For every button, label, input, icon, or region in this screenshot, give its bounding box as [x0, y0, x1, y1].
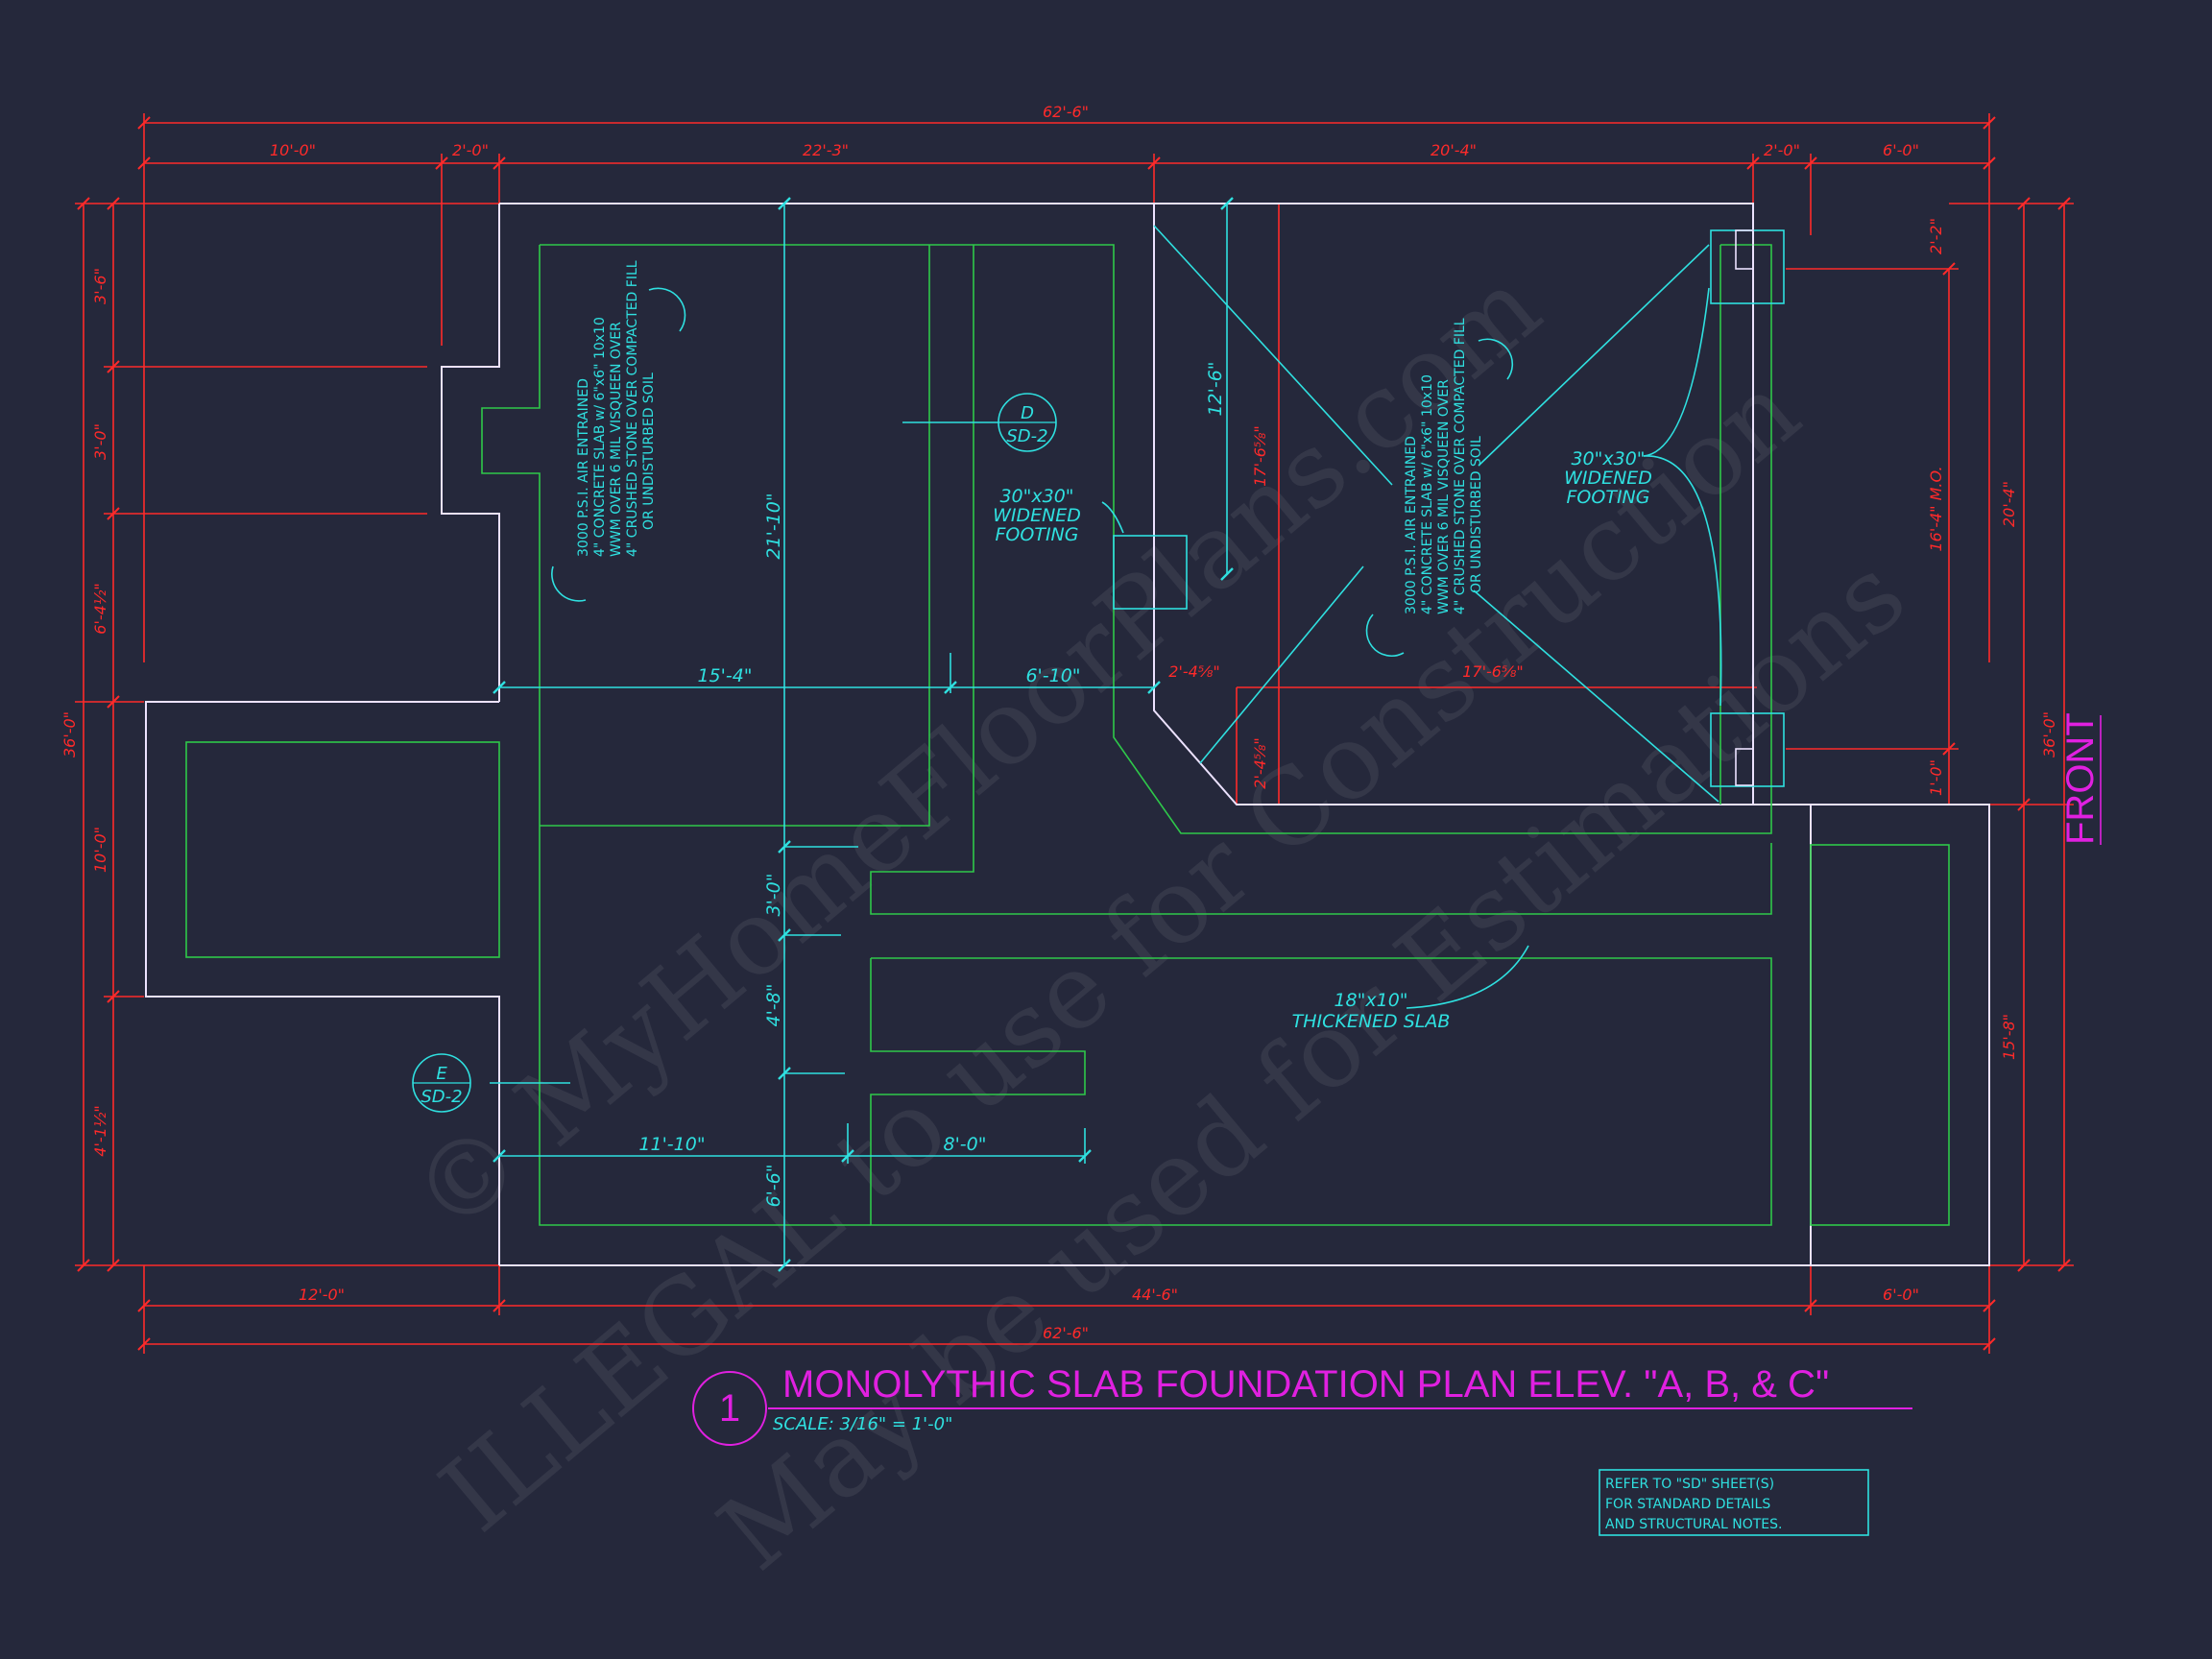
thickened-slab-note: 18"x10" THICKENED SLAB	[1292, 990, 1451, 1032]
slab-note-line: 4" CRUSHED STONE OVER COMPACTED FILL	[1453, 318, 1468, 614]
dimension-ticks	[77, 116, 2071, 1351]
refer-note: REFER TO "SD" SHEET(S) FOR STANDARD DETA…	[1599, 1469, 1869, 1536]
slab-note-line: 3000 P.S.I. AIR ENTRAINED	[1404, 436, 1419, 614]
slab-note-line: WWM OVER 6 MIL VISQUEEN OVER	[1436, 379, 1452, 614]
dim-right-inner3: 1'-0"	[1927, 759, 1945, 796]
dim-interior-d11: 6'-6"	[763, 1165, 784, 1208]
slab-note-line: 4" CRUSHED STONE OVER COMPACTED FILL	[625, 260, 640, 557]
section-e-letter: E	[436, 1064, 447, 1084]
dim-right-overall: 36'-0"	[2040, 711, 2058, 757]
section-marker-e: E SD-2	[412, 1053, 471, 1113]
dim-left-seg4: 10'-0"	[91, 827, 109, 873]
title-block: 1 MONOLYTHIC SLAB FOUNDATION PLAN ELEV. …	[692, 1363, 1912, 1446]
drawing-title: MONOLYTHIC SLAB FOUNDATION PLAN ELEV. "A…	[782, 1363, 1829, 1406]
dim-right-inner2: 16'-4" M.O.	[1927, 466, 1945, 551]
annotation-ticks	[493, 197, 1234, 1272]
dim-left-seg1: 3'-6"	[91, 268, 109, 304]
watermark-line-3: May be used for Estimations	[697, 534, 1927, 1594]
section-d-sheet: SD-2	[1006, 426, 1047, 446]
slab-note-left: 3000 P.S.I. AIR ENTRAINED 4" CONCRETE SL…	[576, 260, 657, 557]
dim-top-seg1: 10'-0"	[270, 141, 316, 159]
dim-left-seg5: 4'-1½"	[91, 1105, 109, 1156]
dim-bottom-seg2: 44'-6"	[1132, 1286, 1178, 1304]
refer-note-line: FOR STANDARD DETAILS	[1605, 1497, 1770, 1512]
section-d-letter: D	[1021, 403, 1034, 423]
slab-note-line: 4" CONCRETE SLAB w/ 6"x6" 10x10	[1420, 374, 1435, 614]
dim-bottom-seg3: 6'-0"	[1883, 1286, 1919, 1304]
dim-interior-d4: 17'-6⅝"	[1462, 662, 1524, 681]
footing-note-line: 30"x30"	[999, 486, 1073, 507]
refer-note-line: AND STRUCTURAL NOTES.	[1605, 1517, 1782, 1532]
thickened-note-line: 18"x10"	[1334, 990, 1407, 1011]
dim-bottom-overall: 62'-6"	[1043, 1324, 1089, 1342]
interior-dimension-labels: 15'-4" 6'-10" 21'-10" 12'-6" 3'-0" 4'-8"…	[638, 361, 1226, 1207]
dim-interior-d12: 11'-10"	[638, 1134, 705, 1155]
annotation-lines	[490, 204, 1722, 1265]
drawing-number: 1	[719, 1387, 740, 1430]
footing-note-line: WIDENED	[1564, 468, 1652, 489]
footing-note-line: WIDENED	[993, 505, 1081, 526]
slab-note-line: OR UNDISTURBED SOIL	[1469, 436, 1484, 593]
dim-interior-d8: 2'-4⅝"	[1251, 737, 1269, 788]
dim-left-seg3: 6'-4½"	[91, 583, 109, 634]
dim-top-seg3: 22'-3"	[803, 141, 849, 159]
slab-note-right: 3000 P.S.I. AIR ENTRAINED 4" CONCRETE SL…	[1404, 318, 1484, 614]
dim-top-overall: 62'-6"	[1043, 103, 1089, 121]
dim-left-overall: 36'-0"	[60, 711, 79, 757]
dim-bottom-seg1: 12'-0"	[299, 1286, 345, 1304]
dim-top-seg6: 6'-0"	[1883, 141, 1919, 159]
dim-top-seg2: 2'-0"	[452, 141, 489, 159]
drawing-scale: SCALE: 3/16" = 1'-0"	[773, 1414, 952, 1434]
column-pads	[1113, 229, 1785, 787]
footing-note-right: 30"x30" WIDENED FOOTING	[1564, 448, 1652, 508]
slab-outline	[145, 203, 1990, 1266]
dim-interior-d3: 2'-4⅝"	[1168, 662, 1219, 681]
slab-note-line: OR UNDISTURBED SOIL	[641, 373, 657, 530]
dim-interior-d9: 3'-0"	[763, 874, 784, 917]
dimension-lines	[75, 113, 2074, 1354]
thickened-note-line: THICKENED SLAB	[1292, 1011, 1451, 1032]
dim-interior-d6: 12'-6"	[1205, 361, 1226, 416]
slab-note-line: 4" CONCRETE SLAB w/ 6"x6" 10x10	[592, 317, 608, 557]
section-marker-d: D SD-2	[998, 393, 1057, 452]
dim-right-lower: 15'-8"	[2000, 1014, 2018, 1060]
footing-note-line: FOOTING	[1567, 487, 1650, 508]
section-e-sheet: SD-2	[421, 1087, 462, 1107]
slab-note-line: WWM OVER 6 MIL VISQUEEN OVER	[609, 322, 624, 557]
dim-right-inner1: 2'-2"	[1927, 218, 1945, 254]
dim-interior-d1: 15'-4"	[697, 665, 752, 686]
dim-interior-d2: 6'-10"	[1025, 665, 1080, 686]
footing-note-line: FOOTING	[996, 524, 1079, 545]
dimension-labels: 62'-6" 10'-0" 2'-0" 22'-3" 20'-4" 2'-0" …	[60, 103, 2058, 1342]
dim-top-seg4: 20'-4"	[1431, 141, 1477, 159]
slab-note-line: 3000 P.S.I. AIR ENTRAINED	[576, 378, 591, 557]
dim-interior-d7: 17'-6⅝"	[1251, 425, 1269, 487]
dim-right-upper: 20'-4"	[2000, 481, 2018, 527]
footing-note-left: 30"x30" WIDENED FOOTING	[993, 486, 1081, 545]
dim-interior-d5: 21'-10"	[763, 493, 784, 559]
dim-interior-d10: 4'-8"	[763, 984, 784, 1027]
footing-note-line: 30"x30"	[1571, 448, 1645, 469]
front-label: FRONT	[2059, 712, 2102, 845]
dim-top-seg5: 2'-0"	[1764, 141, 1800, 159]
thickened-footings	[185, 244, 1950, 1226]
dim-interior-d13: 8'-0"	[944, 1134, 987, 1155]
dim-left-seg2: 3'-0"	[91, 423, 109, 460]
refer-note-line: REFER TO "SD" SHEET(S)	[1605, 1477, 1774, 1492]
